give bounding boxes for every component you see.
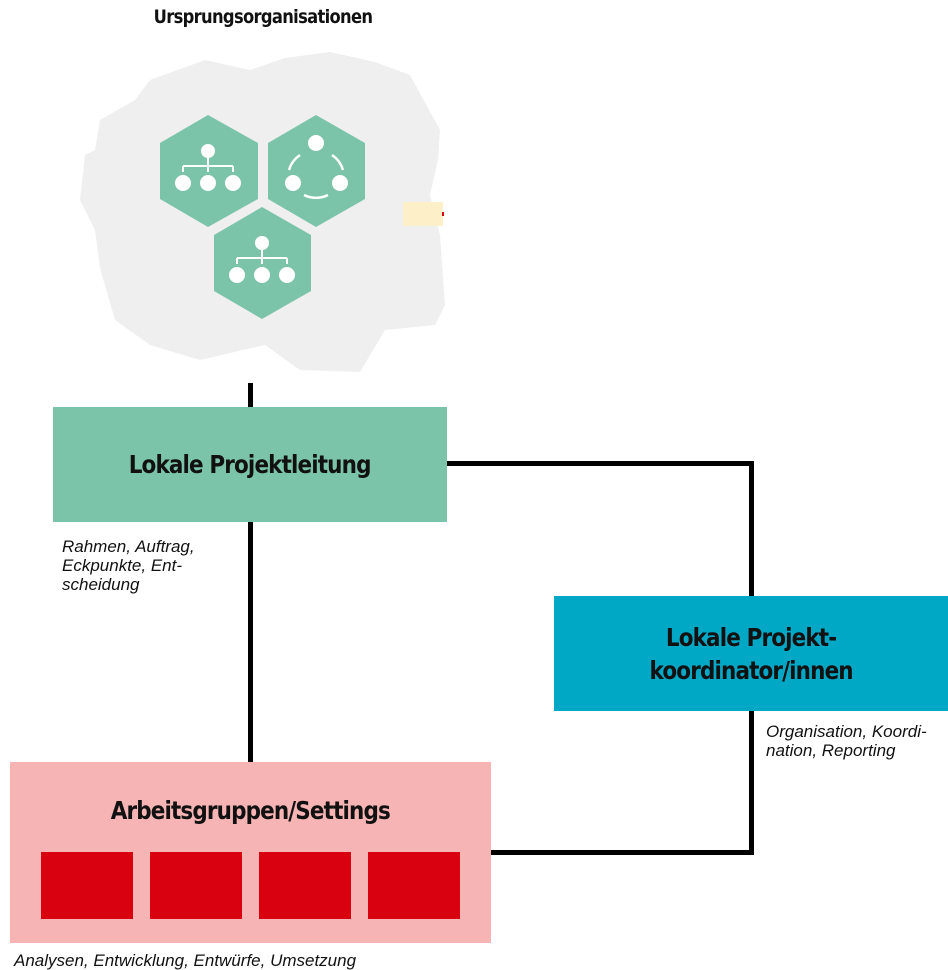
diagram-title: Ursprungsorganisationen [153, 6, 373, 28]
work-group-tile [259, 852, 351, 919]
origin-organizations-cloud [80, 52, 445, 372]
connector-to-koordination [749, 461, 754, 598]
note-line: Organisation, Koordi- [766, 722, 927, 741]
connector-cloud-leitung [248, 383, 253, 408]
koordination-note: Organisation, Koordi- nation, Reporting [766, 722, 948, 760]
hierarchy-icon [229, 236, 295, 283]
lokale-projektkoordination-box: Lokale Projekt- koordinator/innen [554, 596, 948, 711]
arbeitsgruppen-label: Arbeitsgruppen/Settings [110, 795, 391, 825]
hexagon-network [268, 115, 365, 227]
connector-leitung-horizontal [446, 461, 753, 466]
work-group-tile [150, 852, 242, 919]
lokale-projektleitung-label: Lokale Projektleitung [129, 450, 372, 479]
arbeitsgruppen-note: Analysen, Entwicklung, Entwürfe, Umsetzu… [14, 951, 357, 970]
lokale-projektleitung-box: Lokale Projektleitung [53, 407, 447, 522]
koordination-label-line-2: koordinator/innen [649, 655, 853, 685]
sticky-marker-tip [442, 212, 444, 216]
note-line: Rahmen, Auftrag, [62, 537, 195, 556]
lokale-projektleitung-note: Rahmen, Auftrag, Eckpunkte, Ent- scheidu… [62, 537, 262, 594]
arbeitsgruppen-box: Arbeitsgruppen/Settings [10, 762, 491, 943]
connector-to-arbeitsgruppen [490, 850, 754, 855]
sticky-marker [403, 202, 443, 226]
note-line: Eckpunkte, Ent- [62, 556, 183, 575]
hierarchy-icon [175, 144, 241, 191]
circle-network-icon [285, 135, 348, 200]
work-group-tile [41, 852, 133, 919]
connector-from-koordination [749, 710, 754, 855]
connector-leitung-arbeitsgruppen [248, 520, 253, 764]
note-line: nation, Reporting [766, 741, 896, 760]
note-line: scheidung [62, 575, 140, 594]
hexagon-hierarchy-2 [214, 207, 311, 319]
work-group-tile [368, 852, 460, 919]
koordination-label-line-1: Lokale Projekt- [665, 622, 837, 652]
hexagon-hierarchy-1 [160, 115, 258, 227]
